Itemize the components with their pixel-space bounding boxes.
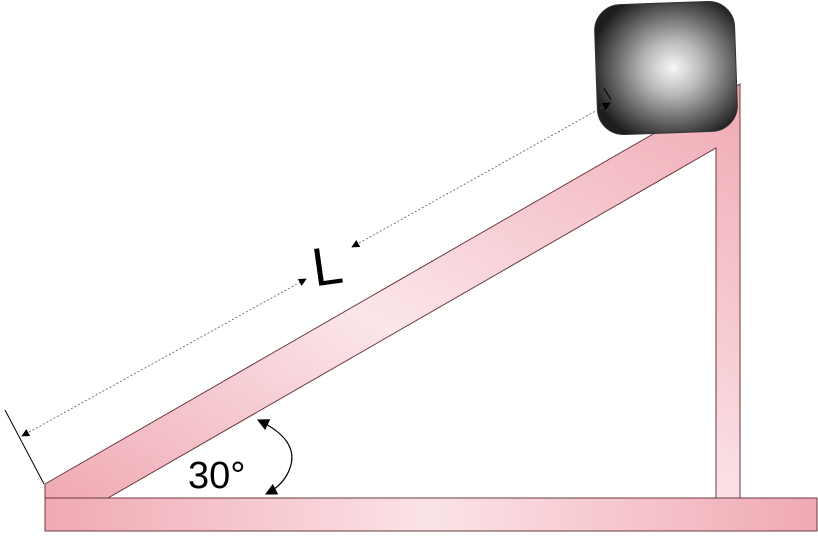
dimension-line-upper [351, 102, 611, 248]
length-label: L [308, 235, 346, 299]
ramp-frame [44, 83, 741, 499]
dimension-extension-left [4, 409, 45, 485]
dimension-line-lower [21, 278, 307, 437]
dimension-extension-right [603, 87, 612, 101]
angle-label: 30° [188, 455, 245, 497]
angle-arc [256, 419, 293, 495]
base-slab [44, 497, 818, 532]
block [594, 0, 738, 136]
